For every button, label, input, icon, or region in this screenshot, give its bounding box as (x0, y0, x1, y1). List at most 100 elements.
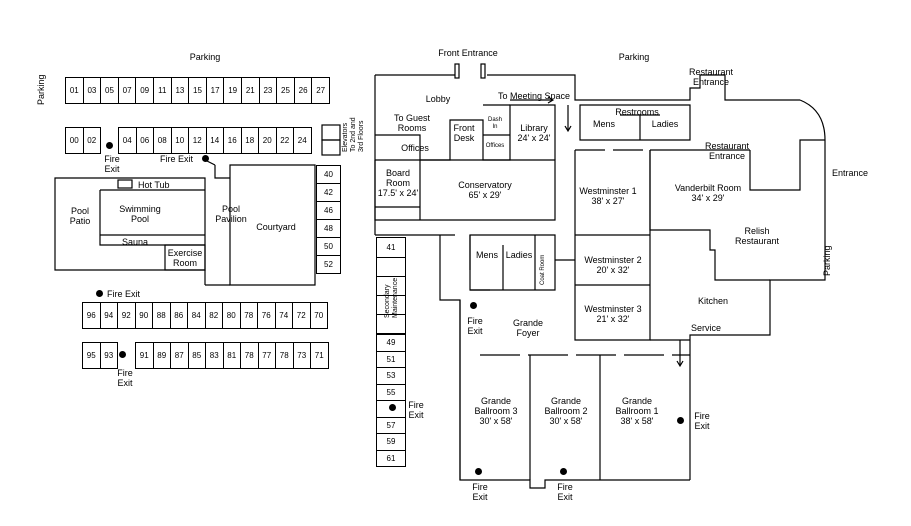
room-number: 24 (293, 127, 312, 154)
room-number: 92 (117, 302, 136, 329)
room-number: 07 (117, 77, 137, 104)
fire-exit-label: Fire Exit (160, 154, 194, 164)
room-number: 14 (205, 127, 224, 154)
offices-small-label: Offices (485, 143, 505, 149)
room-number: 78 (275, 342, 294, 369)
elevators-label: Elevators To 2nd and 3rd Floors (342, 117, 365, 152)
room-number: 93 (99, 342, 118, 369)
parking-label-top-right: Parking (618, 52, 650, 62)
restaurant-entrance-mid: Restaurant Entrance (704, 141, 750, 161)
grande-ballroom-2-label: Grande Ballroom 2 30' x 58' (544, 396, 588, 426)
fire-exit-marker (560, 468, 567, 475)
room-number: 46 (316, 201, 341, 220)
fire-exit-label: Fire Exit (557, 482, 573, 502)
service-label: Service (690, 323, 722, 333)
grande-ballroom-1-label: Grande Ballroom 1 38' x 58' (615, 396, 659, 426)
fire-exit-label: Fire Exit (117, 368, 133, 388)
room-number: 04 (118, 127, 137, 154)
ladies-top-label: Ladies (651, 119, 679, 129)
room-number: 42 (316, 183, 341, 202)
room-number: 72 (292, 302, 311, 329)
room-number: 78 (240, 342, 259, 369)
maintenance-cell (376, 257, 406, 277)
fire-exit-label: Fire Exit (104, 154, 120, 174)
room-number: 25 (276, 77, 295, 104)
room-number: 22 (275, 127, 294, 154)
room-number: 51 (376, 350, 406, 368)
fire-exit-label: Fire Exit (408, 400, 424, 420)
kitchen-label: Kitchen (697, 296, 729, 306)
parking-label-left: Parking (36, 74, 46, 105)
room-number: 80 (222, 302, 241, 329)
room-number: 09 (135, 77, 154, 104)
mens-top-label: Mens (592, 119, 616, 129)
exercise-room-label: Exercise Room (167, 248, 203, 268)
room-number: 41 (376, 237, 406, 258)
mens-mid-label: Mens (475, 250, 499, 260)
room-number: 15 (188, 77, 207, 104)
room-number: 02 (82, 127, 101, 154)
room-number: 76 (257, 302, 276, 329)
westminster-3-label: Westminster 3 21' x 32' (584, 304, 642, 324)
room-number: 13 (170, 77, 190, 104)
room-number: 83 (205, 342, 224, 369)
restaurant-entrance-top: Restaurant Entrance (688, 67, 734, 87)
room-number: 94 (99, 302, 118, 329)
room-number: 16 (223, 127, 242, 154)
room-number: 26 (293, 77, 313, 104)
room-number: 71 (310, 342, 329, 369)
room-number: 70 (309, 302, 328, 329)
maintenance-cell (376, 314, 406, 334)
secondary-maintenance-label: Secondary Maintenance (384, 277, 399, 318)
room-number: 49 (376, 334, 406, 352)
room-number: 40 (316, 165, 341, 184)
westminster-2-label: Westminster 2 20' x 32' (584, 255, 642, 275)
fire-exit-label: Fire Exit (694, 411, 710, 431)
room-number: 17 (205, 77, 225, 104)
pool-pavilion-label: Pool Pavilion (215, 204, 247, 224)
fire-exit-marker (470, 302, 477, 309)
coat-room-label: Coat Room (540, 254, 546, 285)
fire-exit-marker (106, 142, 113, 149)
room-number: 50 (316, 237, 341, 256)
room-number: 12 (188, 127, 207, 154)
fire-exit-label: Fire Exit (467, 316, 483, 336)
swimming-pool-label: Swimming Pool (119, 204, 161, 224)
room-number: 48 (316, 219, 341, 238)
room-number: 96 (82, 302, 101, 329)
parking-label-top-left: Parking (189, 52, 221, 62)
offices-label: Offices (401, 143, 429, 153)
fire-exit-marker (96, 290, 103, 297)
room-number: 52 (316, 255, 341, 274)
parking-label-right: Parking (822, 245, 832, 276)
fire-exit-label: Fire Exit (107, 289, 141, 299)
fire-exit-label: Fire Exit (472, 482, 488, 502)
room-number: 74 (274, 302, 293, 329)
room-number: 88 (152, 302, 171, 329)
front-desk-label: Front Desk (453, 123, 475, 143)
room-number: 21 (241, 77, 260, 104)
room-number: 84 (187, 302, 206, 329)
restrooms-label: Restrooms (615, 107, 659, 117)
fire-exit-marker (119, 351, 126, 358)
fire-exit-marker (202, 155, 209, 162)
room-number: 57 (376, 416, 406, 434)
front-entrance-label: Front Entrance (438, 48, 498, 58)
lobby-label: Lobby (425, 94, 451, 104)
room-number: 53 (376, 367, 406, 385)
room-number: 55 (376, 383, 406, 401)
room-number: 77 (257, 342, 276, 369)
room-number: 59 (376, 433, 406, 451)
room-number: 87 (170, 342, 189, 369)
vanderbilt-room-label: Vanderbilt Room 34' x 29' (674, 183, 742, 203)
room-number: 03 (82, 77, 102, 104)
fire-exit-marker (677, 417, 684, 424)
room-number: 86 (169, 302, 188, 329)
room-number: 27 (311, 77, 330, 104)
entrance-label: Entrance (832, 168, 869, 178)
to-meeting-space-label: To Meeting Space (497, 91, 571, 101)
room-number: 11 (153, 77, 172, 104)
room-number: 95 (82, 342, 101, 369)
room-number: 20 (258, 127, 277, 154)
